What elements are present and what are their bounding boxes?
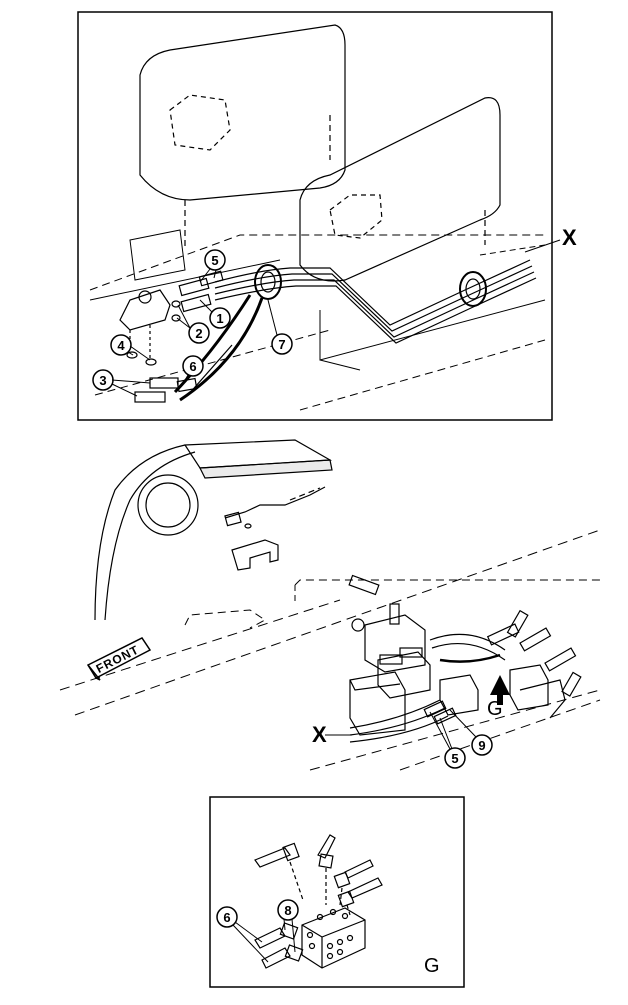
svg-text:1: 1 <box>216 311 223 326</box>
bracket <box>231 539 279 571</box>
callout-2: 2 <box>176 304 210 344</box>
frame-outline <box>59 529 601 771</box>
fittings-lower <box>254 922 304 969</box>
detail-g-panel: 6 8 G <box>209 796 465 988</box>
detail-panel-frame <box>209 796 465 988</box>
callout-6: 6 <box>182 355 204 383</box>
svg-text:3: 3 <box>99 373 106 388</box>
valve-bank <box>348 574 582 743</box>
fittings-upper <box>254 834 383 916</box>
svg-text:7: 7 <box>278 337 285 352</box>
seat-left <box>139 24 346 250</box>
callout-detail-6: 6 <box>216 906 269 963</box>
wire-harness <box>224 486 326 529</box>
svg-text:8: 8 <box>284 903 291 918</box>
callout-1: 1 <box>199 299 231 329</box>
callout-4: 4 <box>110 334 151 361</box>
top-panel-frame <box>77 11 553 421</box>
middle-assembly: FRONT <box>59 439 601 771</box>
svg-text:6: 6 <box>189 359 196 374</box>
frame-base <box>89 229 546 411</box>
top-panel: 1 2 3 4 5 6 <box>77 11 577 421</box>
svg-text:6: 6 <box>223 910 230 925</box>
front-arrow: FRONT <box>86 637 152 681</box>
callout-mid-5: 5 <box>429 711 466 769</box>
svg-text:5: 5 <box>451 751 458 766</box>
callout-3: 3 <box>92 369 151 397</box>
svg-text:G: G <box>487 698 503 720</box>
detail-view-label: G <box>424 955 440 977</box>
seat-right <box>299 97 501 282</box>
callout-7: 7 <box>267 299 293 355</box>
svg-text:4: 4 <box>117 338 125 353</box>
hose-bundle <box>173 259 537 402</box>
callout-mid-9: 9 <box>449 709 493 756</box>
svg-text:X: X <box>312 722 327 747</box>
svg-text:FRONT: FRONT <box>94 642 142 676</box>
callout-detail-8: 8 <box>277 899 299 953</box>
section-marker-top: X <box>524 225 577 253</box>
svg-text:5: 5 <box>211 253 218 268</box>
svg-text:X: X <box>562 225 577 250</box>
section-marker-mid: X <box>312 722 352 747</box>
svg-text:2: 2 <box>195 326 202 341</box>
view-arrow-g: G <box>487 675 510 720</box>
manifold-block <box>301 907 366 969</box>
floor-panel <box>94 439 333 621</box>
callout-5: 5 <box>199 249 226 283</box>
svg-text:9: 9 <box>478 738 485 753</box>
